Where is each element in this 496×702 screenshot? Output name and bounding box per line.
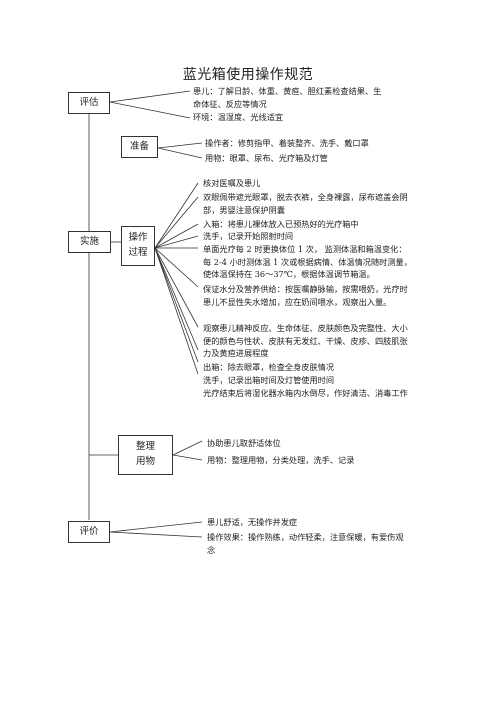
evaluate-node: 评价	[68, 521, 110, 543]
procedure-item: 每 2-4 小时测体温 1 次或根据病情、体温情况随时测量，	[203, 257, 412, 267]
assess-label: 评估	[79, 96, 99, 108]
procedure-item: 单面光疗每 2 时更换体位 1 次， 监测体温和箱温变化：	[203, 244, 407, 254]
procedure-item: 观察患儿精神反应、生命体征、皮肤颜色及完整性、大小	[203, 323, 408, 333]
tidy-item: 用物：整理用物，分类处理，洗手、记录	[207, 455, 355, 465]
procedure-item: 保证水分及营养供给：按医嘱静脉输，按需喂奶，光疗时	[203, 284, 408, 294]
evaluate-item: 念	[207, 545, 216, 555]
procedure-item: 使体温保持在 36～37℃，根据体温调节箱温。	[203, 269, 375, 279]
evaluate-item: 患儿舒适，无操作并发症	[207, 517, 298, 527]
procedure-item: 入箱：将患儿裸体放入已预热好的光疗箱中	[203, 219, 359, 229]
tidy-item: 协助患儿取舒适体位	[207, 438, 281, 448]
procedure-label-line-2: 过程	[128, 247, 148, 258]
assess-item: 环境：温湿度、光线适宜	[193, 112, 284, 122]
tidy-label-line-1: 整理	[135, 441, 155, 453]
procedure-node: 操作 过程	[121, 226, 155, 266]
evaluate-label: 评价	[79, 525, 99, 537]
procedure-item: 部，男婴注意保护阴囊	[203, 205, 285, 215]
assess-node: 评估	[68, 92, 110, 114]
procedure-item: 光疗结束后将湿化器水箱内水倒尽，作好清洁、消毒工作	[203, 388, 408, 398]
procedure-item: 双眼佩带遮光眼罩，脱去衣裤，全身裸露，尿布遮盖会阴	[203, 192, 408, 202]
tidy-label-line-2: 用物	[135, 456, 155, 467]
assess-item: 命体征、反应等情况	[193, 99, 267, 109]
implement-node: 实施	[68, 231, 111, 253]
prepare-item: 操作者：修剪指甲、着装整齐、洗手、戴口罩	[205, 138, 369, 148]
procedure-item: 力及黄疸进展程度	[203, 348, 269, 358]
evaluate-item: 操作效果：操作熟练，动作轻柔，注意保暖，有爱伤观	[207, 532, 404, 542]
procedure-item: 洗手，记录开始照射时间	[203, 231, 294, 241]
procedure-item: 便的颜色与性状、皮肤有无发红、干燥、皮疹、四肢肌张	[203, 336, 408, 346]
procedure-item: 出箱：除去眼罩，检查全身皮肤情况	[203, 362, 335, 372]
page-title: 蓝光箱使用操作规范	[182, 67, 314, 83]
procedure-item: 洗手，记录出箱时间及灯管使用时间	[203, 375, 335, 385]
prepare-node: 准备	[121, 136, 158, 158]
prepare-label: 准备	[129, 140, 149, 152]
procedure-label-line-1: 操作	[128, 232, 148, 244]
assess-item: 患儿：了解日龄、体重、黄疸、胆红素检查结果、生	[193, 86, 382, 96]
procedure-item: 核对医嘱及患儿	[203, 178, 261, 188]
tidy-node: 整理 用物	[118, 435, 173, 475]
prepare-item: 用物：眼罩、尿布、光疗箱及灯管	[205, 153, 328, 163]
implement-label: 实施	[79, 235, 99, 247]
procedure-item: 患儿不显性失水增加，应在奶间喂水，观察出入量。	[203, 297, 392, 307]
